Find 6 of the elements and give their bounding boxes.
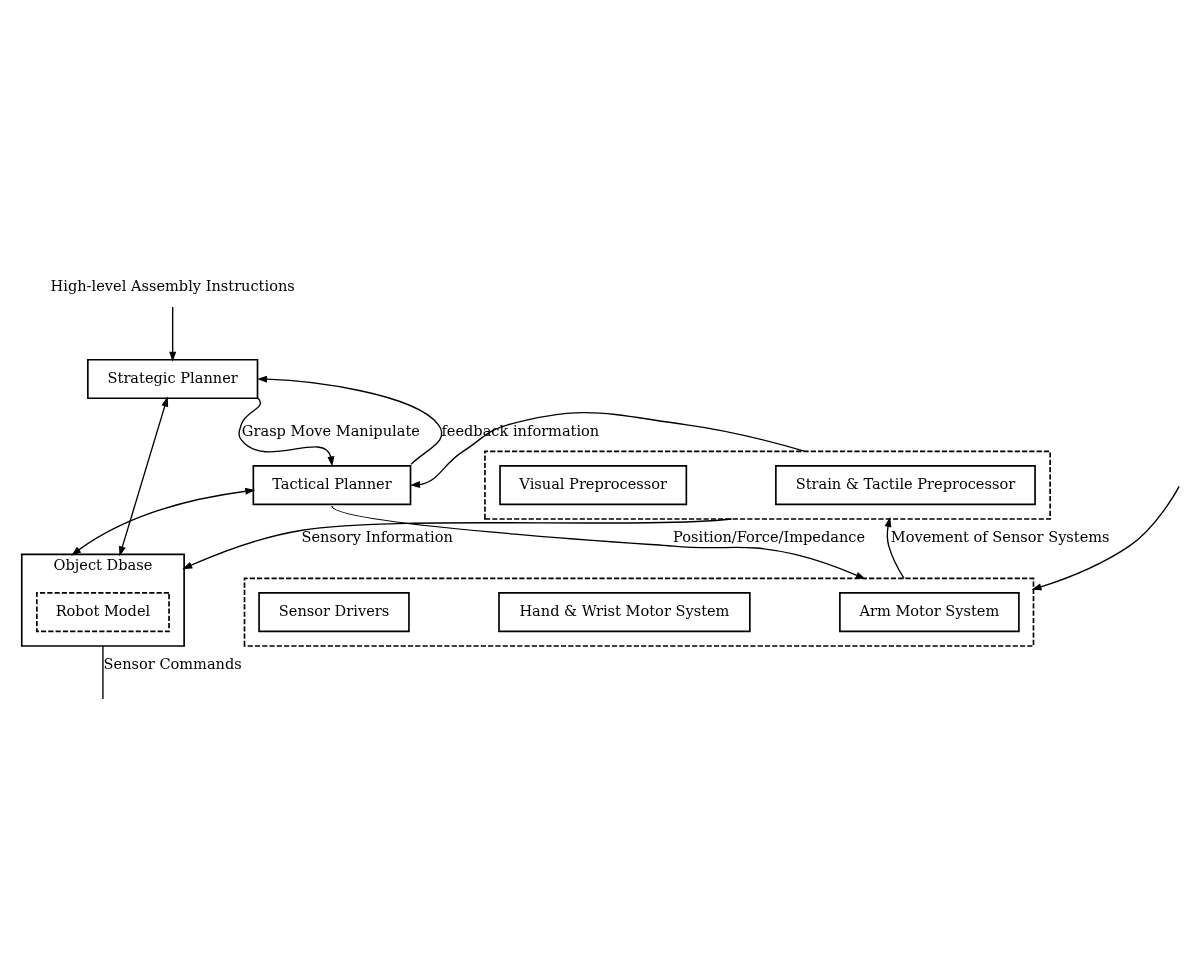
edge-label: Grasp Move Manipulate [241, 421, 420, 439]
edge-label: Movement of Sensor Systems [890, 528, 1110, 546]
node-text: High-level Assembly Instructions [50, 277, 295, 295]
edge-label: Sensory Information [301, 528, 453, 546]
edge-label: Position/Force/Impedance [673, 528, 866, 546]
edge-label: Sensor Commands [103, 655, 242, 673]
